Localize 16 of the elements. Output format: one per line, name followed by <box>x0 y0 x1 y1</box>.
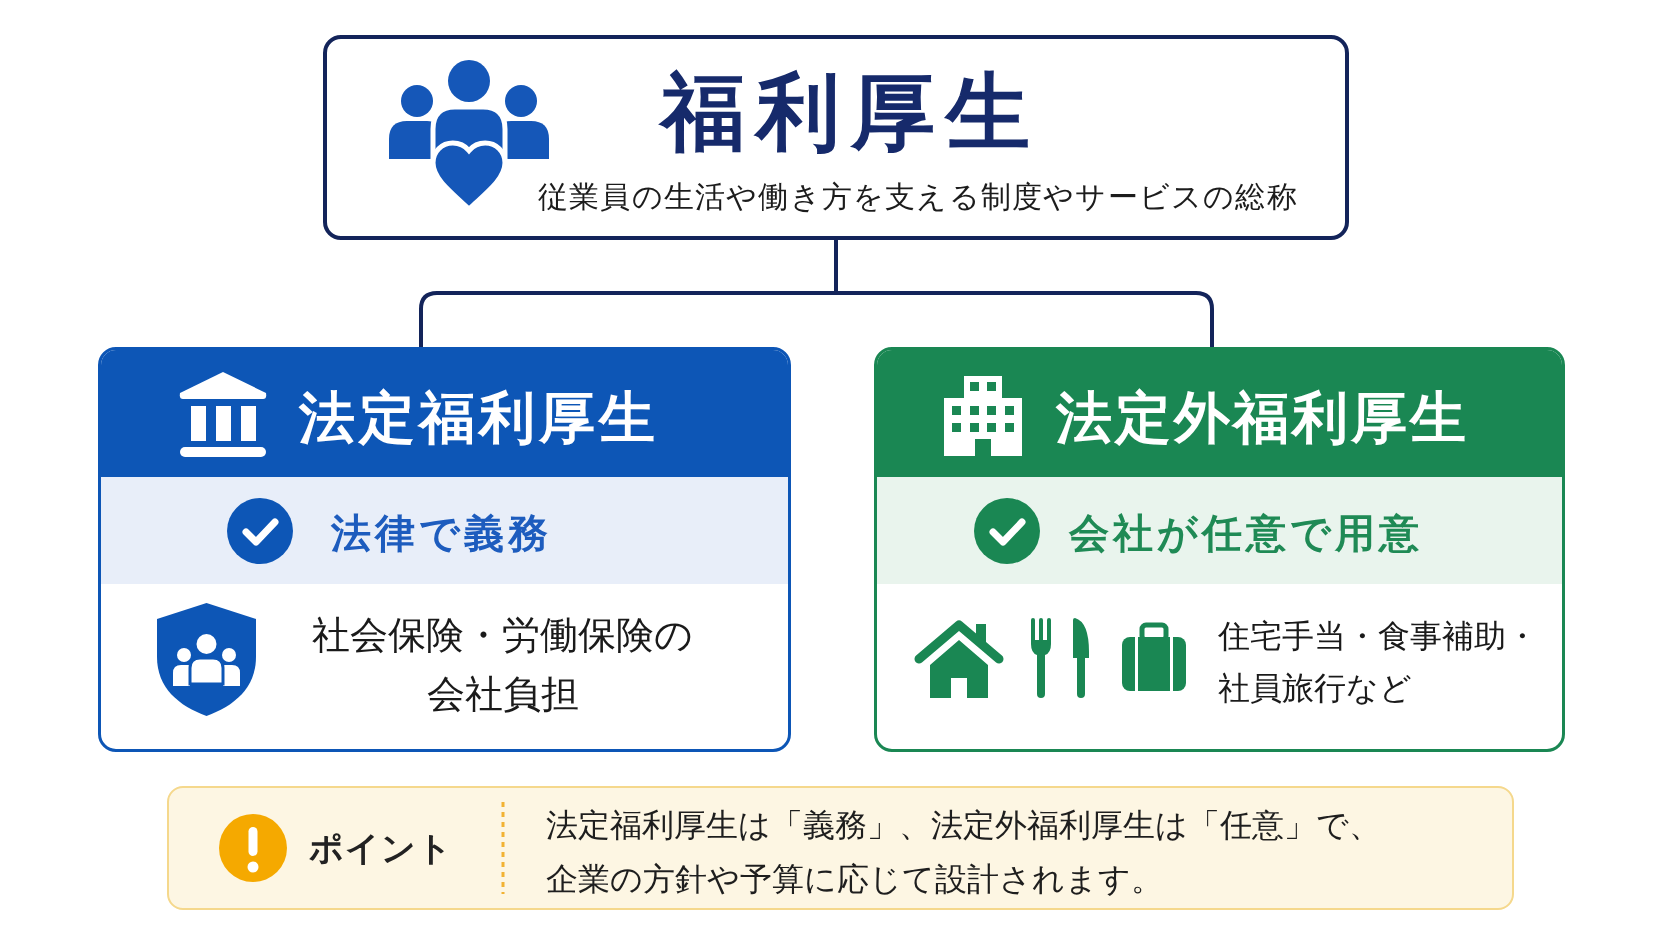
category-card <box>874 347 1565 752</box>
card-heading: 法定福利厚生 <box>299 384 659 452</box>
category-card <box>98 347 791 752</box>
connector-line <box>834 240 1214 347</box>
subtitle: 従業員の生活や働き方を支える制度やサービスの総称 <box>538 179 1298 215</box>
status-label: 会社が任意で用意 <box>1069 509 1423 557</box>
note-text: 法定福利厚生は「義務」、法定外福利厚生は「任意」で、企業の方針や予算に応じて設計されます。 <box>546 805 1382 900</box>
status-band <box>877 477 1562 584</box>
note-heading: ポイント <box>309 828 453 869</box>
card-heading: 法定外福利厚生 <box>1056 384 1469 452</box>
card-description: 住宅手当・食事補助・社員旅行など <box>1218 616 1539 709</box>
status-band <box>101 477 788 584</box>
card-description: 社会保険・労働保険の会社負担 <box>311 612 695 718</box>
status-label: 法律で義務 <box>331 509 552 557</box>
title-box <box>323 35 1349 240</box>
note-box <box>167 786 1514 910</box>
